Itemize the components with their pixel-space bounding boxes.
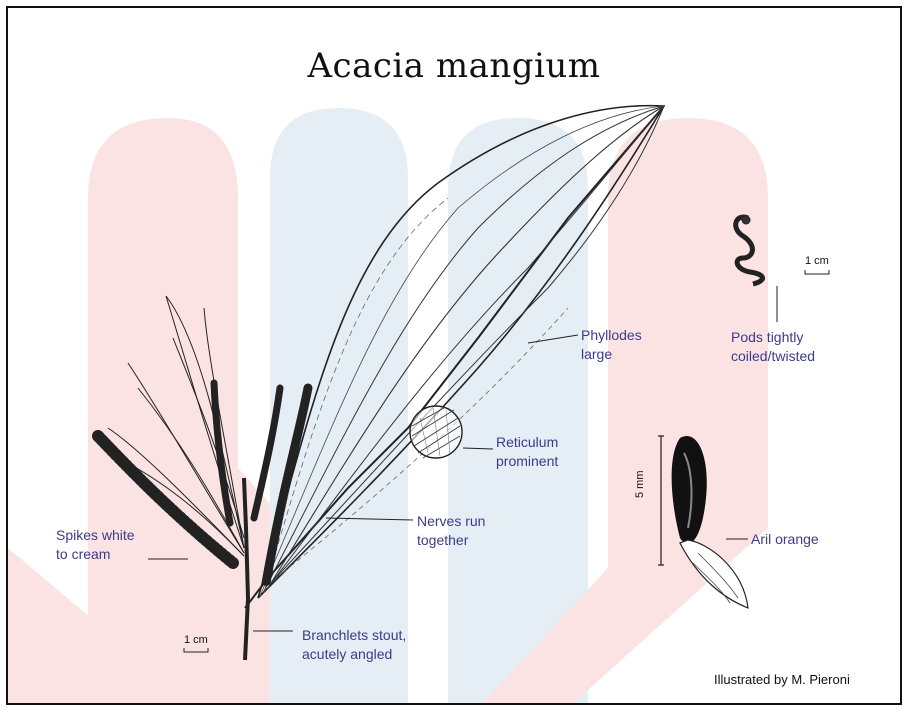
flower-spike-dark bbox=[214, 383, 230, 523]
label-aril: Aril orange bbox=[751, 530, 819, 549]
label-branchlets: Branchlets stout,acutely angled bbox=[302, 626, 406, 664]
illustrator-credit: Illustrated by M. Pieroni bbox=[714, 672, 850, 687]
coiled-pod bbox=[736, 216, 763, 284]
pod-scale-bar bbox=[805, 270, 829, 274]
label-pods: Pods tightlycoiled/twisted bbox=[731, 328, 815, 366]
label-nerves: Nerves runtogether bbox=[417, 512, 485, 550]
seed-with-aril bbox=[672, 436, 748, 608]
branch-scale-bar bbox=[184, 648, 208, 652]
label-spikes: Spikes whiteto cream bbox=[56, 526, 135, 564]
seed-scale-label: 5 mm bbox=[634, 471, 646, 499]
phyllodes-leader-line bbox=[528, 335, 578, 343]
illustration-frame: Acacia mangium bbox=[6, 6, 902, 705]
label-reticulum: Reticulumprominent bbox=[496, 433, 558, 471]
reticulum-detail-circle bbox=[410, 406, 462, 458]
branch-scale-label: 1 cm bbox=[184, 634, 208, 646]
pod-scale-label: 1 cm bbox=[805, 255, 829, 267]
label-phyllodes: Phyllodeslarge bbox=[581, 326, 642, 364]
flower-spike-dark bbox=[254, 388, 280, 518]
reticulum-leader-line bbox=[463, 448, 493, 449]
seed-scale-bar bbox=[658, 436, 664, 565]
main-stem bbox=[244, 478, 248, 660]
nerves-leader-line bbox=[326, 518, 413, 520]
